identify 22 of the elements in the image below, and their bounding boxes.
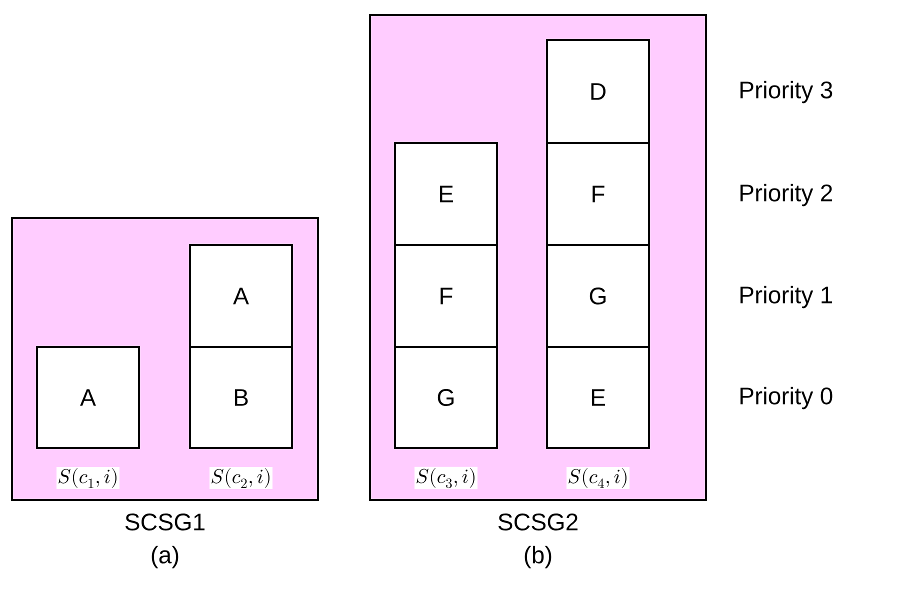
group-label: SCSG2 (498, 514, 578, 530)
stack-box: A (189, 244, 293, 348)
formula-label: $S(c_{3},i)$ (414, 466, 478, 490)
stack-box: E (546, 346, 650, 449)
stack-box: B (189, 346, 293, 449)
priority-label: Priority 2 (740, 184, 832, 206)
stack-box: F (394, 244, 498, 348)
panel-label: (a) (152, 546, 178, 568)
formula-label: $S(c_{4},i)$ (566, 467, 630, 489)
stack-box: E (394, 142, 498, 246)
priority-label: Priority 3 (740, 80, 832, 104)
stack-box: A (36, 346, 140, 449)
priority-label: Priority 0 (740, 386, 832, 410)
group-label: SCSG1 (125, 514, 204, 530)
stack-box: G (394, 346, 498, 449)
stack-box: F (546, 142, 650, 246)
panel-label: (b) (524, 546, 552, 568)
priority-label: Priority 1 (740, 286, 832, 308)
formula-label: $S(c_{2},i)$ (210, 467, 272, 489)
stack-box: G (546, 244, 650, 348)
stack-box: D (546, 39, 650, 144)
formula-label: $S(c_{1},i)$ (56, 467, 120, 489)
